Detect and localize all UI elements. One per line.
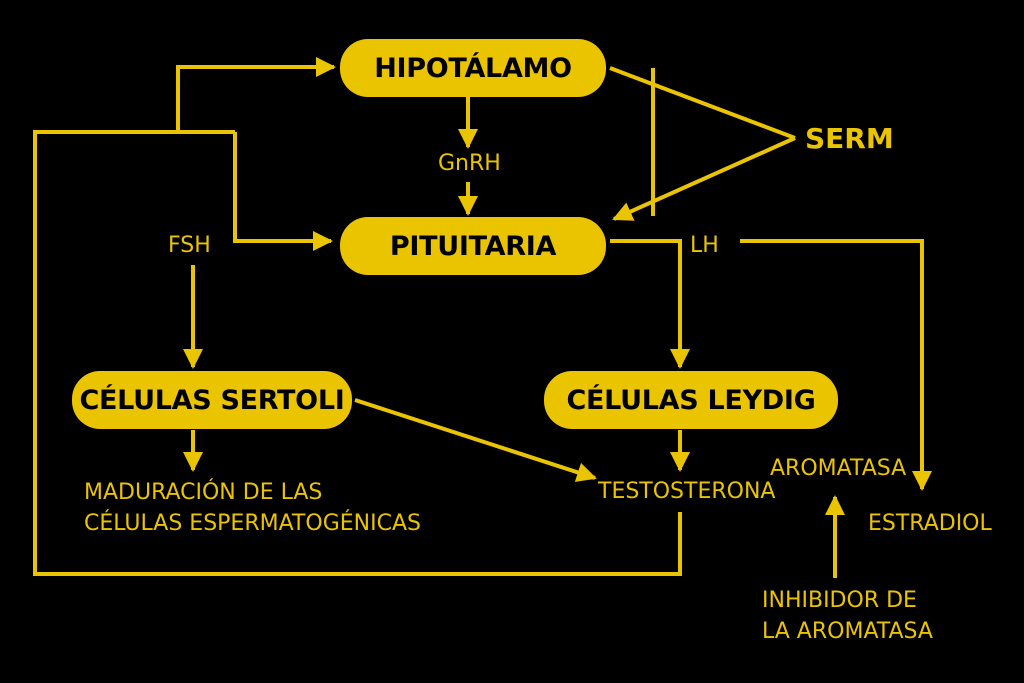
arrow-loop-to-hipotalamo	[176, 57, 336, 132]
arrow-loop-to-pituitaria	[233, 132, 333, 251]
serm-line-lower	[612, 136, 796, 221]
node-pituitaria: PITUITARIA	[340, 217, 606, 275]
label-gnrh: GnRH	[438, 151, 501, 176]
arrow-pituitaria-leydig	[610, 239, 690, 369]
label-maduracion-line1: MADURACIÓN DE LAS	[84, 480, 323, 505]
arrow-sertoli-testosterona	[354, 398, 597, 482]
node-hipotalamo: HIPOTÁLAMO	[340, 39, 606, 97]
label-aromatasa: AROMATASA	[770, 456, 907, 481]
node-celulas-leydig: CÉLULAS LEYDIG	[544, 371, 838, 429]
label-lh: LH	[690, 233, 719, 258]
label-maduracion-line2: CÉLULAS ESPERMATOGÉNICAS	[84, 511, 421, 536]
feedback-loop-testosterona	[33, 130, 682, 576]
serm-line-upper	[609, 66, 796, 140]
label-serm: SERM	[805, 122, 894, 155]
label-estradiol: ESTRADIOL	[868, 511, 992, 536]
label-inhibidor-line1: INHIBIDOR DE	[762, 588, 917, 613]
label-testosterona: TESTOSTERONA	[598, 479, 776, 504]
label-fsh: FSH	[168, 233, 211, 258]
node-celulas-sertoli: CÉLULAS SERTOLI	[72, 371, 352, 429]
arrow-lh-estradiol	[740, 239, 932, 491]
label-inhibidor-line2: LA AROMATASA	[762, 619, 933, 644]
